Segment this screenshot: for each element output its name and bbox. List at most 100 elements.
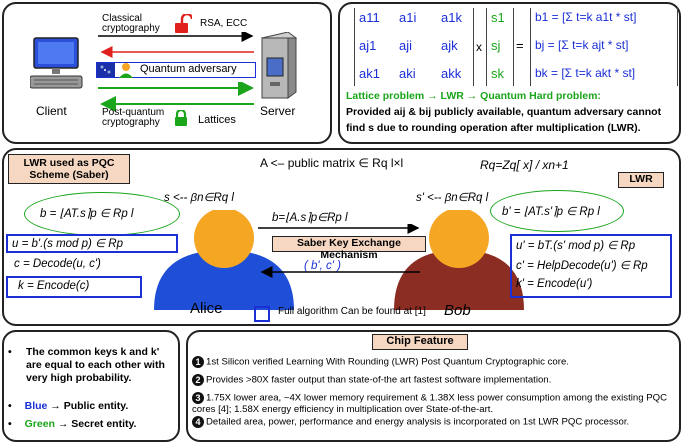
matrix-row: aj1 — [359, 38, 376, 53]
lwr-tag: LWR — [618, 172, 664, 188]
alice-key-box — [6, 276, 142, 298]
note-common-keys-text: The common keys k and k' are equal to ea… — [26, 346, 165, 384]
feature-text: Detailed area, power, performance and en… — [206, 416, 630, 428]
number-3-icon: 3 — [192, 392, 204, 404]
classical-algos: RSA, ECC — [200, 18, 248, 29]
legend-text: Full algorithm Can be found at [1] — [278, 306, 426, 317]
vector-s: s1 sj sk — [486, 8, 514, 86]
multiply-sign: x — [476, 40, 482, 54]
classical-label: Classical cryptography — [102, 13, 160, 34]
matrix-cell: a1i — [399, 10, 417, 25]
classical-arrows — [98, 32, 254, 58]
bob-b-eq: b' = ⌊AT.s'⌉p ∈ Rp l — [502, 206, 600, 218]
quantum-adversary-band — [96, 62, 256, 78]
matrix-cell: a1k — [441, 10, 462, 25]
quantum-chip-icon — [97, 63, 115, 77]
matrix-row: ajk — [441, 38, 458, 53]
feature-text: 1st Silicon verified Learning With Round… — [206, 356, 569, 368]
vector-b-row: b1 = [Σ t=k a1t * st] — [535, 10, 637, 24]
matrix-row: a1i — [399, 10, 416, 25]
alice-eq-k: k = Encode(c) — [18, 280, 90, 292]
alice-name: Alice — [190, 300, 223, 317]
feature-text: Provides >80X faster output than state-o… — [206, 374, 552, 386]
pq-algos: Lattices — [198, 114, 236, 126]
matrix-cell: ak1 — [359, 66, 380, 81]
alice-eq-c: c = Decode(u, c') — [14, 258, 101, 270]
number-2-icon: 2 — [192, 374, 204, 386]
number-4-icon: 4 — [192, 416, 204, 428]
lock-open-icon — [175, 14, 192, 33]
vector-b-row: bj = [Σ t=k ajt * st] — [535, 38, 629, 52]
note-green: • Green → Secret entity. — [8, 418, 136, 430]
matrix-row: aki — [399, 66, 416, 81]
vector-s-cell: sk — [491, 66, 504, 81]
bob-eq-u: u' = bT.(s' mod p) ∈ Rp — [516, 240, 636, 252]
matrix-row: ak1 — [359, 66, 380, 81]
note-green-word: Green — [24, 418, 55, 430]
lattice-problem-panel: a11 a1i a1k aj1 aji ajk ak1 aki akk x s1… — [338, 2, 681, 144]
classical-vs-pq-panel: Client Server Classical cryptography RSA… — [2, 2, 332, 144]
matrix-cell: aji — [399, 38, 413, 53]
matrix-cell: a11 — [359, 10, 380, 25]
client-computer-icon — [30, 37, 83, 89]
matrix-cell: aj1 — [359, 38, 377, 53]
alice-avatar — [154, 210, 294, 310]
bob-name: Bob — [444, 302, 471, 319]
bullet: • — [8, 400, 12, 412]
pq-arrows — [98, 82, 254, 112]
bob-b-ellipse — [490, 190, 624, 232]
alice-b-eq: b = ⌊AT.s⌉p ∈ Rp l — [40, 208, 134, 220]
matrix-row: a1k — [441, 10, 462, 25]
server-label: Server — [260, 104, 296, 118]
bob-avatar — [394, 210, 524, 310]
lattice-desc-line-2: find s due to rounding operation after m… — [346, 122, 641, 134]
adversary-person-icon — [119, 63, 133, 78]
pq-label: Post-quantum cryptography — [102, 107, 165, 128]
bob-eq-box — [510, 234, 672, 298]
feature-text: 1.75X lower area, ~4X lower memory requi… — [192, 392, 667, 415]
vector-s-cell: sj — [491, 38, 501, 53]
bob-eq-c: c' = HelpDecode(u') ∈ Rp — [516, 260, 648, 272]
channel-bc: ( b', c' ) — [304, 260, 341, 272]
public-matrix-def: A <– public matrix ∈ Rq l×l — [260, 156, 404, 170]
matrix-cell: aki — [399, 66, 416, 81]
matrix-row: akk — [441, 66, 461, 81]
channel-arrows — [258, 224, 420, 278]
note-blue-word: Blue — [24, 400, 48, 412]
note-blue-rest: → Public entity. — [47, 400, 129, 412]
vector-b-row: bk = [Σ t=k akt * st] — [535, 66, 636, 80]
ring-def: Rq=Zq[ x] / xn+1 — [480, 158, 569, 172]
alice-secret-sample: s <-- βn∈Rq l — [164, 190, 234, 204]
client-label: Client — [36, 104, 67, 118]
notes-panel: • The common keys k and k' are equal to … — [2, 330, 180, 442]
bullet: • — [8, 346, 12, 358]
matrix-cell: ajk — [441, 38, 458, 53]
note-common-keys: • The common keys k and k' are equal to … — [8, 346, 176, 385]
lock-closed-icon — [175, 110, 187, 126]
lattice-problem-line: Lattice problem → LWR → Quantum Hard pro… — [346, 90, 601, 102]
matrix-row: aji — [399, 38, 412, 53]
matrix-row: a11 — [359, 10, 380, 25]
matrix-cell: akk — [441, 66, 462, 81]
vector-b: b1 = [Σ t=k a1t * st] bj = [Σ t=k ajt * … — [530, 8, 678, 86]
equals-sign: = — [516, 38, 524, 53]
channel-b: b=⌊A.s⌉p∈Rp l — [272, 212, 348, 224]
bullet: • — [8, 418, 12, 430]
lattice-desc-line-1: Provided aij & bij publicly available, q… — [346, 106, 662, 118]
alice-public-box — [6, 234, 178, 253]
number-1-icon: 1 — [192, 356, 204, 368]
alice-secret-text: s <-- βn∈Rq l — [164, 192, 234, 204]
bob-eq-k: k' = Encode(u') — [516, 278, 593, 290]
alice-eq-u: u = b'.(s mod p) ∈ Rp — [12, 238, 123, 250]
quantum-adversary-label: Quantum adversary — [140, 63, 237, 75]
lwr-pqc-tag: LWR used as PQC Scheme (Saber) — [8, 154, 130, 184]
vector-s-cell: s1 — [491, 10, 505, 25]
saber-kem-panel: LWR used as PQC Scheme (Saber) LWR A <– … — [2, 148, 681, 326]
chip-feature-title: Chip Feature — [372, 334, 468, 350]
server-icon — [260, 32, 298, 99]
matrix-a: a11 a1i a1k aj1 aji ajk ak1 aki akk — [354, 8, 474, 86]
